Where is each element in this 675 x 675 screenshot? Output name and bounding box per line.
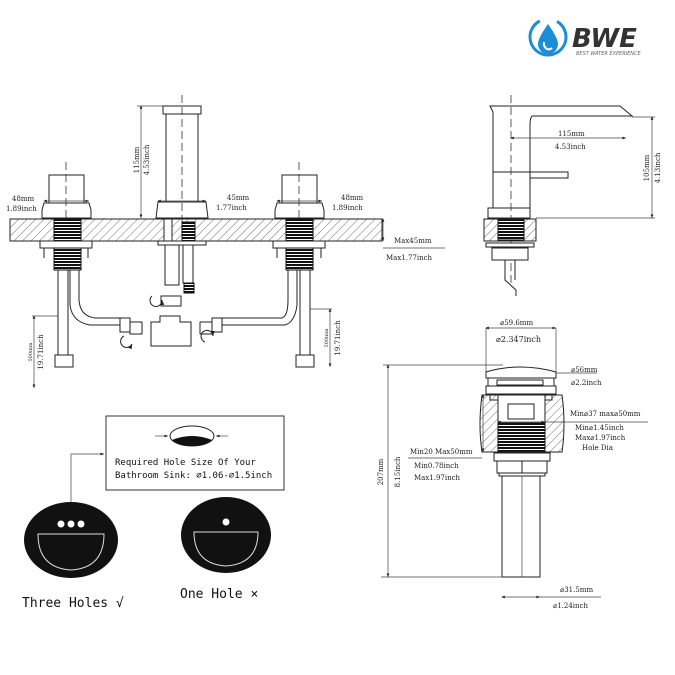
spout-height-inch: 4.53inch xyxy=(143,144,151,175)
side-view: 115mm 4.53inch 105mm 4.13inch xyxy=(483,95,662,296)
popup-drain: ⌀59.6mm ⌀2.347inch ⌀56mm ⌀2.2inch Min⌀37… xyxy=(377,319,648,610)
cap-dia-mm: ⌀59.6mm xyxy=(500,319,533,327)
hole-dia-note: Hole Dia xyxy=(582,444,613,452)
basin-thickness-inch-min: Min0.78inch xyxy=(414,462,459,470)
basin-thickness-inch-max: Max1.97inch xyxy=(414,474,461,482)
left-handle xyxy=(39,162,93,271)
side-height-inch: 4.13inch xyxy=(654,152,662,183)
sink-one-hole: One Hole × xyxy=(180,497,271,602)
left-hose-length-mm: 500mm xyxy=(28,342,34,361)
right-handle-dia-inch: 1.89inch xyxy=(332,204,363,212)
tail-dia-mm: ⌀31.5mm xyxy=(560,586,593,594)
spout-base-dia-mm: 45mm xyxy=(227,194,250,202)
side-height-mm: 105mm xyxy=(643,154,651,181)
flange-dia-inch: ⌀2.2inch xyxy=(571,379,602,387)
water-drop-icon xyxy=(528,17,568,57)
right-handle xyxy=(272,162,326,271)
sink-three-holes: Three Holes √ xyxy=(22,502,124,611)
brand-logo: BWE BEST WATER EXPERIENCE xyxy=(528,17,642,57)
hole-dia-inch-max: Max⌀1.97inch xyxy=(575,434,626,442)
supply-hoses xyxy=(54,270,315,368)
spout-height-mm: 115mm xyxy=(133,146,141,173)
brand-name: BWE xyxy=(572,24,637,54)
front-view: 115mm 4.53inch 48mm 1.89inch 45mm 1.77in… xyxy=(6,95,445,388)
flange-dia-mm: ⌀56mm xyxy=(571,366,598,374)
total-height-inch: 8.15inch xyxy=(394,456,402,487)
left-hose-length-inch: 19.71inch xyxy=(37,334,45,370)
deck-thickness-inch: Max1.77inch xyxy=(386,254,433,262)
brand-tagline: BEST WATER EXPERIENCE xyxy=(576,51,642,57)
right-handle-dia-mm: 48mm xyxy=(341,194,364,202)
left-handle-dia-mm: 48mm xyxy=(12,195,35,203)
spout-base-dia-inch: 1.77inch xyxy=(216,204,247,212)
spout-reach-mm: 115mm xyxy=(558,130,585,138)
tail-dia-inch: ⌀1.24inch xyxy=(553,602,588,610)
hole-dia-inch-min: Min⌀1.45inch xyxy=(575,424,624,432)
total-height-mm: 207mm xyxy=(377,458,385,485)
right-hose-length-mm: 500mm xyxy=(324,328,330,347)
cap-dia-inch: ⌀2.347inch xyxy=(496,335,541,344)
left-handle-dia-inch: 1.89inch xyxy=(6,205,37,213)
hole-dia-mm: Min⌀37 max⌀50mm xyxy=(570,410,641,418)
hole-size-note: Required Hole Size Of Your Bathroom Sink… xyxy=(70,415,285,511)
deck-thickness-mm: Max45mm xyxy=(394,237,432,245)
one-hole-label: One Hole × xyxy=(180,587,258,602)
right-hose-length-inch: 19.71inch xyxy=(334,320,342,356)
hole-note-line1: Required Hole Size Of Your xyxy=(115,458,256,468)
basin-thickness-mm: Min20 Max50mm xyxy=(410,448,473,456)
three-holes-label: Three Holes √ xyxy=(22,596,124,611)
spout-reach-inch: 4.53inch xyxy=(555,143,586,151)
hole-note-line2: Bathroom Sink: ⌀1.06-⌀1.5inch xyxy=(115,471,272,481)
tee-connector xyxy=(150,315,192,347)
